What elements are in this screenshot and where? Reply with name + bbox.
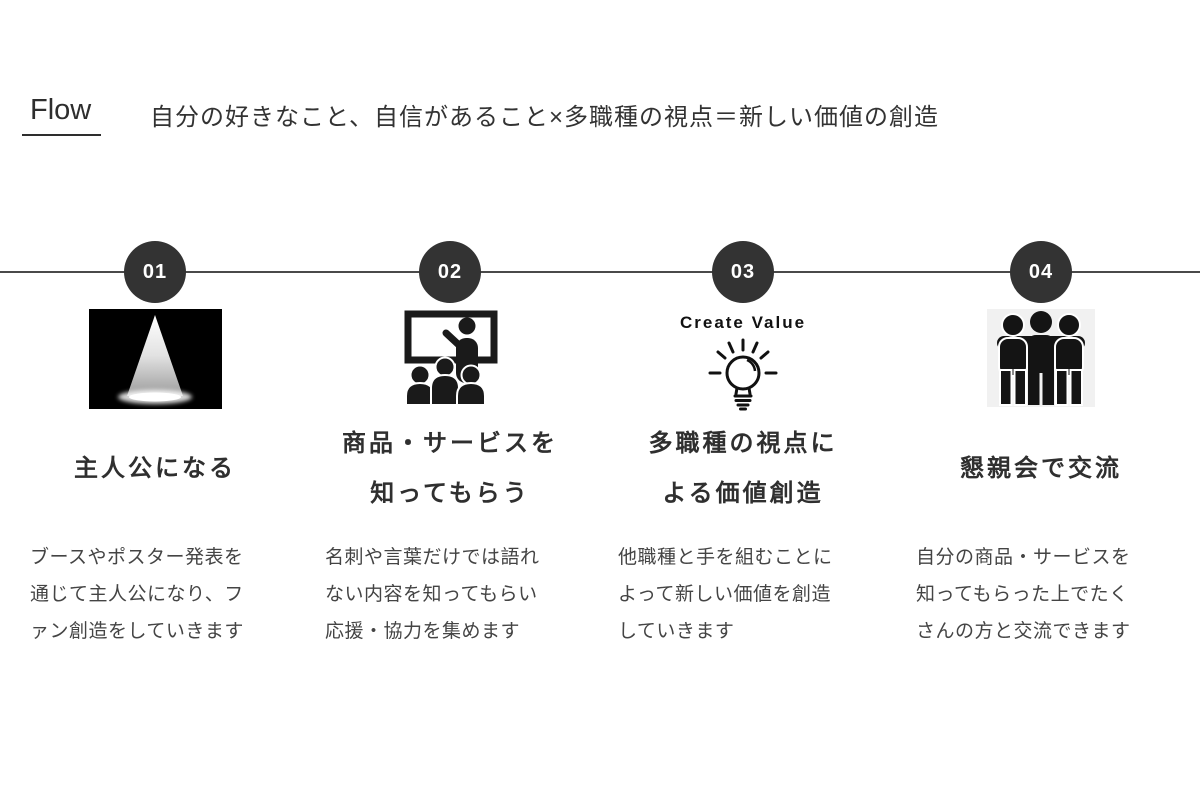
step-4-number-badge: 04 — [1010, 241, 1072, 303]
step-1-description: ブースやポスター発表を 通じて主人公になり、フ ァン創造をしていきます — [30, 547, 244, 642]
step-2: 02 商品・サービスを 知ってもらう — [325, 241, 575, 650]
step-number: 02 — [437, 260, 463, 283]
step-2-number-badge: 02 — [419, 241, 481, 303]
people-icon — [987, 309, 1095, 407]
page-title: 自分の好きなこと、自信があること×多職種の視点＝新しい価値の創造 — [150, 104, 940, 131]
step-1-number-badge: 01 — [124, 241, 186, 303]
step-2-description: 名刺や言葉だけでは語れ ない内容を知ってもらい 応援・協力を集めます — [325, 547, 540, 642]
step-3-number-badge: 03 — [712, 241, 774, 303]
lightbulb-icon — [708, 338, 778, 411]
step-1: 01 主人公になる — [30, 241, 280, 650]
step-number: 03 — [730, 260, 756, 283]
step-number: 01 — [142, 260, 168, 283]
spotlight-icon — [88, 309, 222, 409]
step-4-description: 自分の商品・サービスを 知ってもらった上でたく さんの方と交流できます — [916, 547, 1131, 642]
section-label: Flow — [22, 94, 102, 136]
presentation-icon — [404, 310, 497, 406]
step-number: 04 — [1028, 260, 1054, 283]
step-3: 03 Create Value — [618, 241, 868, 650]
step-1-title: 主人公になる — [74, 455, 236, 482]
step-2-title: 商品・サービスを 知ってもらう — [342, 430, 558, 507]
step-3-title: 多職種の視点に よる価値創造 — [648, 430, 838, 507]
step-4-title: 懇親会で交流 — [960, 455, 1122, 482]
step-3-description: 他職種と手を組むことに よって新しい価値を創造 していきます — [618, 547, 833, 642]
step-4: 04 — [916, 241, 1166, 650]
create-value-caption: Create Value — [679, 313, 807, 332]
timeline-line — [0, 271, 1200, 273]
